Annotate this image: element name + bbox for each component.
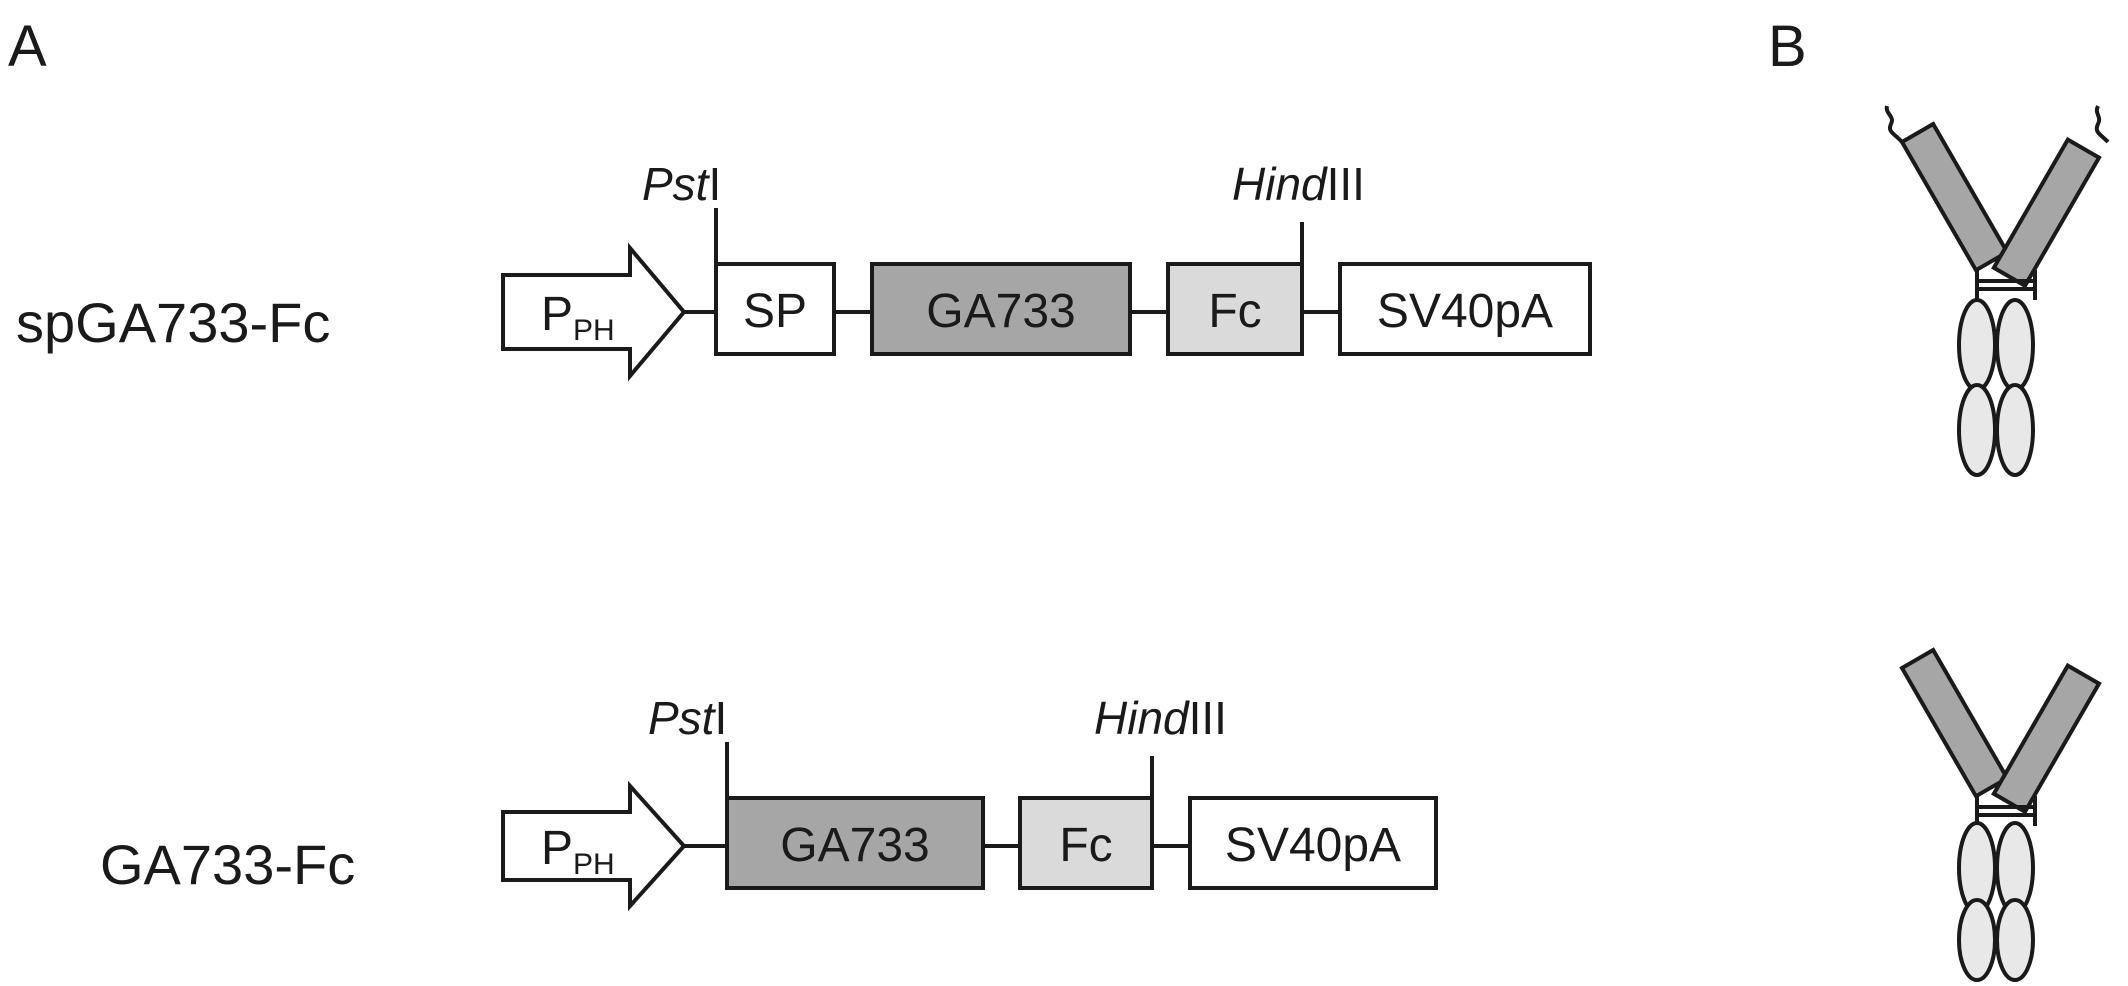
construct-name: GA733-Fc xyxy=(100,833,355,896)
fc-label: Fc xyxy=(1208,285,1261,338)
promoter-arrow xyxy=(501,242,687,382)
sv40pa-box xyxy=(1338,262,1592,356)
ga733-label: GA733 xyxy=(926,285,1075,338)
promoter-label: PPH xyxy=(541,288,615,347)
ga733-box xyxy=(725,796,985,890)
psti-site-label: PstI xyxy=(648,692,727,744)
fc-box xyxy=(1166,262,1304,356)
fc-domain xyxy=(1957,898,1997,982)
fc-label: Fc xyxy=(1059,819,1112,872)
protein-spga733-fc xyxy=(1884,105,2110,477)
psti-site-label: PstI xyxy=(642,158,721,210)
construct-spga733-fc: spGA733-Fc PPH SP GA733 Fc SV40pA PstI H… xyxy=(16,158,1592,382)
signal-peptide-right xyxy=(2094,105,2110,144)
ga733-box xyxy=(870,262,1132,356)
hindiii-site-label: HindIII xyxy=(1094,692,1227,744)
signal-peptide-left xyxy=(1884,105,1904,144)
promoter-arrow xyxy=(501,780,687,912)
protein-ga733-fc xyxy=(1899,647,2102,982)
fc-domain xyxy=(1957,383,1997,477)
ga733-arm-left xyxy=(1899,647,2010,799)
ga733-label: GA733 xyxy=(780,819,929,872)
ga733-arm-right xyxy=(1991,136,2102,289)
sp-label: SP xyxy=(743,285,807,338)
ga733-arm-right xyxy=(1991,662,2102,815)
sv40pa-label: SV40pA xyxy=(1225,819,1401,872)
promoter-label: PPH xyxy=(541,822,615,881)
fc-domain xyxy=(1995,298,2035,392)
panel-label-a: A xyxy=(8,14,47,79)
sp-box xyxy=(714,262,836,356)
fc-domain xyxy=(1995,383,2035,477)
fc-domain xyxy=(1995,898,2035,982)
panel-label-b: B xyxy=(1768,14,1807,79)
ga733-arm-left xyxy=(1899,121,2010,273)
fc-domain xyxy=(1957,298,1997,392)
construct-name: spGA733-Fc xyxy=(16,291,330,354)
construct-ga733-fc: GA733-Fc PPH GA733 Fc SV40pA PstI HindII… xyxy=(100,692,1438,912)
hindiii-site-label: HindIII xyxy=(1232,158,1365,210)
sv40pa-label: SV40pA xyxy=(1377,285,1553,338)
sv40pa-box xyxy=(1188,796,1438,890)
fc-box xyxy=(1018,796,1154,890)
